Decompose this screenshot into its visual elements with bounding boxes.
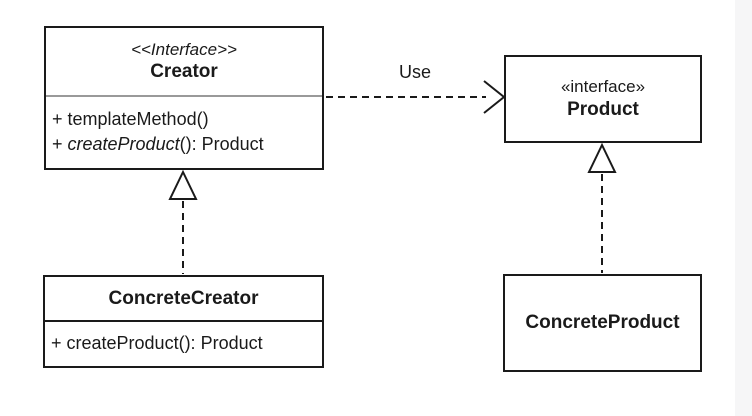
class-header-concrete-creator: ConcreteCreator — [45, 277, 322, 322]
method-signature: (): Product — [179, 133, 264, 154]
methods-section-creator: + templateMethod() + createProduct(): Pr… — [46, 97, 322, 168]
class-box-product: «interface» Product — [504, 55, 702, 143]
stereotype-label: «interface» — [560, 77, 646, 96]
dependency-label-use: Use — [398, 62, 431, 82]
class-header-creator: <<Interface>> Creator — [46, 28, 322, 97]
class-name-concrete-creator: ConcreteCreator — [108, 287, 259, 309]
realization-arrow-product — [587, 142, 617, 273]
open-arrowhead-icon — [483, 80, 506, 114]
methods-section-concrete-creator: + createProduct(): Product — [45, 322, 322, 366]
hollow-triangle-icon — [587, 142, 617, 173]
class-name-product: Product — [567, 99, 639, 120]
method-create-product: + createProduct(): Product — [52, 132, 316, 157]
method-create-product-impl: + createProduct(): Product — [51, 332, 263, 353]
class-header-product: «interface» Product — [506, 57, 700, 141]
stereotype-label: <<Interface>> — [131, 40, 237, 59]
method-name-abstract: createProduct — [67, 133, 180, 154]
class-name-concrete-product: ConcreteProduct — [525, 312, 680, 333]
class-header-concrete-product: ConcreteProduct — [505, 276, 700, 370]
class-box-concrete-product: ConcreteProduct — [503, 274, 702, 372]
class-box-creator: <<Interface>> Creator + templateMethod()… — [44, 26, 324, 170]
class-box-concrete-creator: ConcreteCreator + createProduct(): Produ… — [43, 275, 324, 368]
method-visibility: + — [52, 133, 68, 154]
dependency-arrow-use — [326, 80, 506, 114]
realization-arrow-creator — [168, 169, 198, 274]
method-template-method: + templateMethod() — [52, 108, 209, 129]
class-name-creator: Creator — [150, 61, 218, 82]
screenshot-edge-strip — [735, 0, 752, 416]
hollow-triangle-icon — [168, 169, 198, 200]
